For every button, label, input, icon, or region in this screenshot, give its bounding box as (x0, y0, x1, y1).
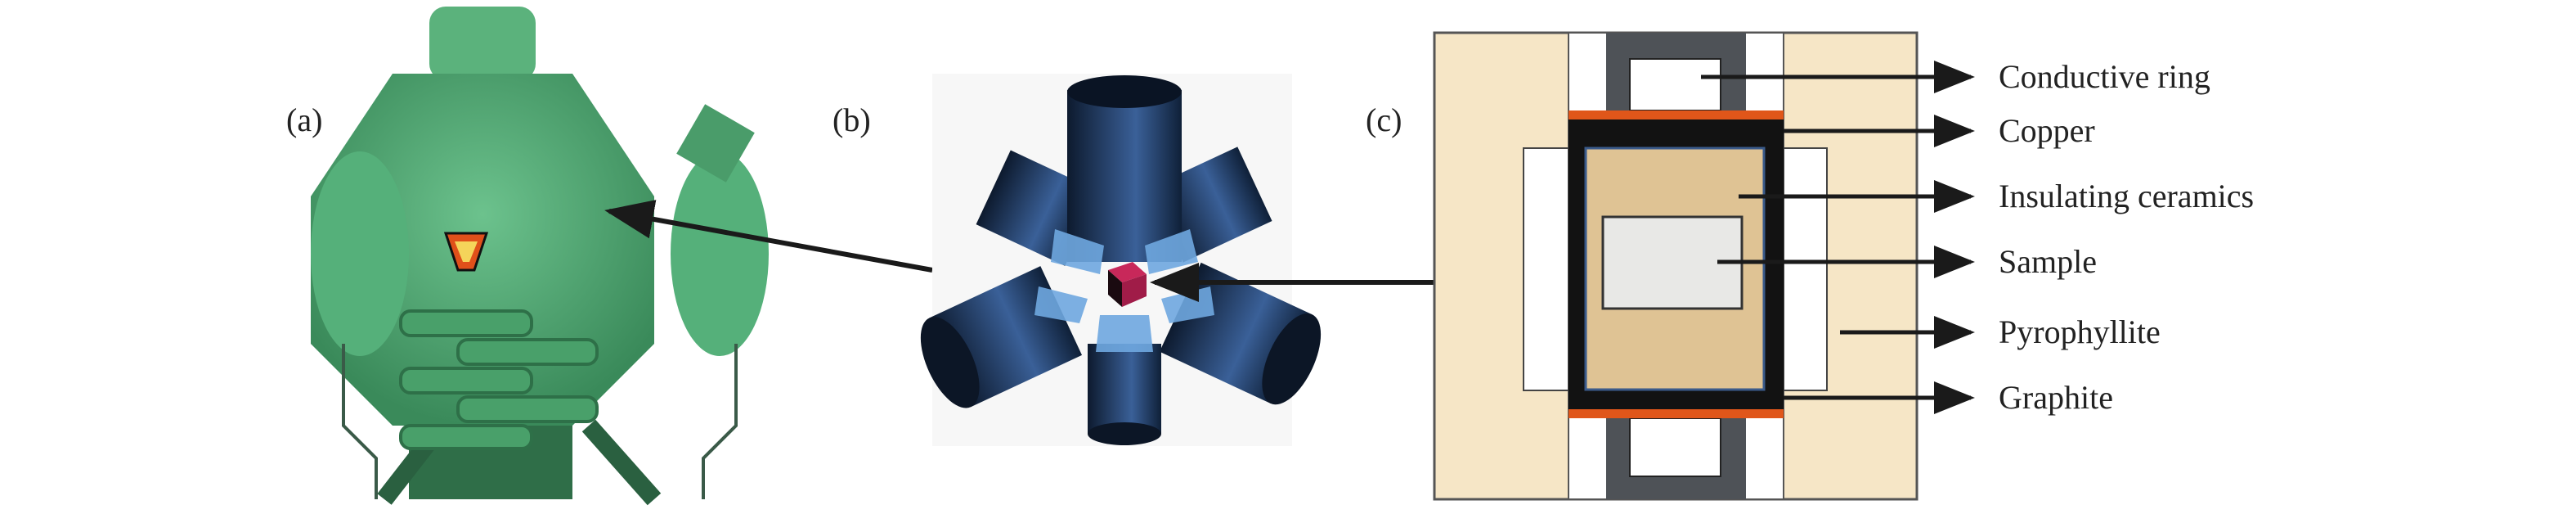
panel-b-anvil-diagram (920, 74, 1434, 446)
panel-label-c: (c) (1366, 101, 1402, 138)
sample-cube (1108, 262, 1147, 282)
panel-a-press-photo (311, 7, 933, 506)
legend-conductive-ring: Conductive ring (1999, 58, 2210, 95)
legend-sample: Sample (1999, 243, 2097, 280)
copper-top (1568, 110, 1784, 119)
panel-label-a: (a) (286, 101, 322, 138)
panel-label-b: (b) (832, 101, 871, 138)
panel-c-cell-cross-section (1433, 31, 1975, 501)
legend-pyrophyllite: Pyrophyllite (1999, 313, 2161, 350)
legend-insulating-ceramics: Insulating ceramics (1999, 178, 2254, 214)
legend-graphite: Graphite (1999, 379, 2113, 416)
legend-copper: Copper (1999, 112, 2095, 149)
copper-bottom (1568, 409, 1784, 418)
arrow-a-to-b (604, 200, 933, 273)
